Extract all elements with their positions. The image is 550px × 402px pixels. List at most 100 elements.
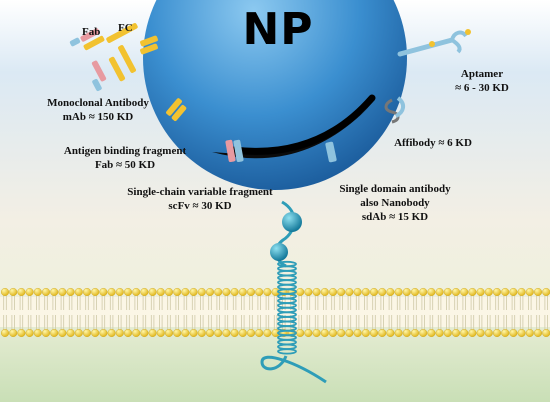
lipid-head (296, 329, 305, 338)
aptamer-end (429, 41, 435, 47)
aptamer-end (465, 29, 471, 35)
lipid-head (337, 288, 346, 297)
aptamer-loop (450, 30, 468, 41)
lipid-head (435, 288, 444, 297)
lipid-head (320, 288, 329, 297)
lipid-head (189, 288, 198, 297)
lipid-head (205, 329, 214, 338)
fab-part-label: Fab (82, 26, 101, 38)
lipid-head (74, 329, 83, 338)
lipid-head (509, 288, 518, 297)
sdab-alias-label: also Nanobody (360, 197, 430, 209)
mab-light-chain (92, 78, 102, 92)
lipid-head (378, 288, 387, 297)
lipid-head (140, 288, 149, 297)
lipid-head (525, 288, 534, 297)
lipid-head (345, 329, 354, 338)
fc-part-label: FC (118, 22, 133, 34)
lipid-head (9, 329, 18, 338)
lipid-head (493, 288, 502, 297)
receptor-ball-bottom (270, 243, 288, 261)
mab-name-label: Monoclonal Antibody (47, 97, 149, 109)
lipid-head (386, 329, 395, 338)
lipid-head (99, 288, 108, 297)
aptamer-strand (397, 37, 455, 57)
lipid-head (468, 329, 477, 338)
lipid-head (181, 288, 190, 297)
fab-name-label: Antigen binding fragment (63, 145, 187, 157)
helix-coil (277, 348, 297, 355)
scfv-icon (325, 141, 337, 163)
lipid-head (296, 288, 305, 297)
lipid-head (411, 329, 420, 338)
lipid-head (58, 288, 67, 297)
lipid-head (33, 288, 42, 297)
lipid-head (107, 329, 116, 338)
lipid-head (460, 288, 469, 297)
membrane-receptor (260, 200, 327, 384)
lipid-head (1, 329, 9, 338)
lipid-head (42, 329, 51, 338)
sdab-size-label: sdAb ≈ 15 KD (361, 211, 429, 223)
scfv-size-label: scFv ≈ 30 KD (168, 200, 232, 212)
fab-fragment-icon (166, 98, 187, 122)
lipid-head (501, 329, 510, 338)
lipid-head (33, 329, 42, 338)
lipid-head (238, 288, 247, 297)
lipid-head (402, 329, 411, 338)
mab-heavy-chain (106, 23, 138, 43)
lipid-head (25, 329, 34, 338)
aptamer-loop (450, 38, 462, 54)
lipid-head (230, 288, 239, 297)
lipid-head (82, 288, 91, 297)
lipid-head (205, 288, 214, 297)
lipid-head (255, 288, 264, 297)
lipid-head (214, 288, 223, 297)
fab-heavy-chain (171, 104, 187, 122)
lipid-head (156, 329, 165, 338)
mab-heavy-chain (108, 56, 126, 82)
aptamer-size-label: ≈ 6 - 30 KD (455, 82, 509, 94)
lipid-head (50, 329, 59, 338)
lipid-head (304, 288, 313, 297)
scfv-domain (325, 141, 337, 163)
scfv-name-label: Single-chain variable fragment (127, 186, 273, 198)
lipid-head (189, 329, 198, 338)
lipid-head (443, 329, 452, 338)
affibody-helix (394, 96, 405, 118)
lipid-head (140, 329, 149, 338)
lipid-head (271, 329, 280, 338)
lipid-head (181, 329, 190, 338)
aptamer-name-label: Aptamer (460, 68, 504, 80)
lipid-head (164, 329, 173, 338)
affibody-label: Affibody ≈ 6 KD (394, 137, 472, 149)
mab-size-label: mAb ≈ 150 KD (62, 111, 134, 123)
lipid-head (534, 288, 543, 297)
nanoparticle-shadow-arc (230, 94, 376, 155)
lipid-head (164, 288, 173, 297)
lipid-head (173, 288, 182, 297)
lipid-head (484, 329, 493, 338)
lipid-head (452, 329, 461, 338)
lipid-head (148, 288, 157, 297)
lipid-head (361, 288, 370, 297)
lipid-head (370, 288, 379, 297)
nanoparticle-sphere (143, 0, 407, 190)
lipid-head (42, 288, 51, 297)
lipid-head (320, 329, 329, 338)
aptamer-icon (397, 29, 471, 57)
mab-light-chain (80, 28, 100, 42)
lipid-head (337, 329, 346, 338)
lipid-head (123, 288, 132, 297)
lipid-head (435, 329, 444, 338)
lipid-head (82, 329, 91, 338)
sdab-name-label: Single domain antibody (339, 183, 451, 195)
receptor-ball-top (282, 212, 302, 232)
affibody-icon (384, 96, 405, 124)
lipid-head (501, 288, 510, 297)
monoclonal-antibody-icon (69, 23, 158, 92)
lipid-head (197, 288, 206, 297)
lipid-head (312, 288, 321, 297)
lipid-head (468, 288, 477, 297)
lipid-head (123, 329, 132, 338)
